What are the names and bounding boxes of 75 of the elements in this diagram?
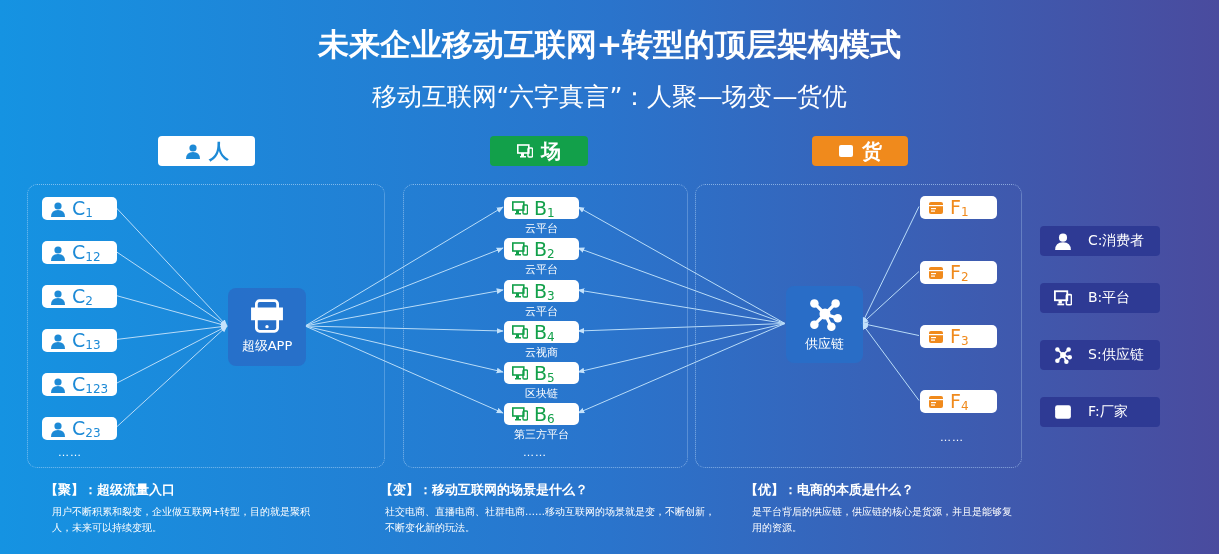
entity-label: F$_{2}$ bbox=[950, 261, 969, 284]
section-heading: 【变】：移动互联网的场景是什么？ bbox=[380, 482, 589, 498]
entity-box bbox=[42, 373, 117, 396]
header-label: 人 bbox=[208, 137, 229, 165]
legend-label: F:厂家 bbox=[1088, 403, 1128, 421]
arrow bbox=[304, 325, 504, 374]
arrow bbox=[304, 288, 504, 327]
entity-label: F$_{1}$ bbox=[950, 196, 969, 219]
arrow bbox=[115, 295, 228, 328]
arrow bbox=[115, 324, 228, 340]
legend-label: B:平台 bbox=[1088, 289, 1131, 307]
entity-label: C$_{23}$ bbox=[72, 417, 101, 440]
entity-box bbox=[920, 325, 997, 348]
entity-label: C$_{12}$ bbox=[72, 241, 101, 264]
title: 未来企业移动互联网+转型的顶层架构模式 bbox=[316, 25, 903, 64]
entity-label: B$_{4}$ bbox=[534, 320, 555, 344]
hub-label: 超级APP bbox=[241, 337, 293, 355]
arrow bbox=[577, 323, 786, 334]
arrow bbox=[577, 247, 786, 324]
entity-box bbox=[42, 329, 117, 352]
entity-label: B$_{1}$ bbox=[534, 196, 555, 220]
ellipsis: …… bbox=[58, 445, 82, 461]
header-label: 场 bbox=[541, 137, 561, 165]
description-text: 社交电商、直播电商、社群电商……移动互联网的场景就是变，不断创新，不断变化新的玩法。 bbox=[385, 505, 715, 535]
section-header bbox=[158, 136, 255, 166]
entity-label: F$_{4}$ bbox=[950, 390, 969, 413]
arrow bbox=[115, 325, 228, 428]
description-text: 用户不断积累和裂变，企业做互联网+转型，目的就是聚积人，未来可以持续变现。 bbox=[52, 505, 312, 535]
arrow bbox=[115, 207, 228, 327]
node-caption: 第三方平台 bbox=[513, 427, 570, 442]
section-header bbox=[490, 136, 588, 166]
entity-label: C$_{2}$ bbox=[72, 285, 93, 308]
entity-label: B$_{3}$ bbox=[534, 279, 555, 303]
arrow bbox=[577, 323, 786, 374]
node-caption: 云平台 bbox=[524, 262, 559, 277]
node-caption: 云平台 bbox=[524, 304, 559, 319]
entity-box bbox=[42, 417, 117, 440]
description-text: 是平台背后的供应链，供应链的核心是货源，并且是能够复用的资源。 bbox=[752, 505, 1013, 535]
arrow bbox=[304, 206, 504, 327]
hub-box bbox=[786, 286, 863, 363]
entity-box bbox=[920, 196, 997, 219]
node-caption: 云视商 bbox=[524, 345, 559, 360]
entity-box bbox=[920, 261, 997, 284]
arrow bbox=[115, 325, 228, 384]
entity-box bbox=[42, 241, 117, 264]
entity-label: B$_{6}$ bbox=[534, 402, 555, 426]
entity-label: C$_{1}$ bbox=[72, 197, 93, 220]
entity-label: B$_{5}$ bbox=[534, 361, 555, 385]
entity-box bbox=[42, 197, 117, 220]
arrow bbox=[577, 323, 786, 414]
entity-label: C$_{13}$ bbox=[72, 329, 101, 352]
arrow bbox=[304, 247, 504, 327]
header-label: 货 bbox=[862, 137, 882, 165]
ellipsis: …… bbox=[940, 430, 964, 446]
entity-label: B$_{2}$ bbox=[534, 237, 555, 261]
arrow bbox=[115, 251, 228, 327]
entity-label: C$_{123}$ bbox=[72, 373, 109, 396]
arrow bbox=[861, 322, 920, 401]
entity-box bbox=[42, 285, 117, 308]
arrow bbox=[304, 325, 504, 414]
legend-label: C:消费者 bbox=[1088, 232, 1145, 250]
section-heading: 【优】：电商的本质是什么？ bbox=[745, 482, 915, 498]
ellipsis: …… bbox=[523, 445, 547, 461]
hub-box bbox=[228, 288, 306, 366]
subtitle: 移动互联网“六字真言”：人聚—场变—货优 bbox=[370, 81, 849, 113]
arrow bbox=[861, 271, 920, 324]
section-heading: 【聚】：超级流量入口 bbox=[45, 482, 176, 498]
node-caption: 云平台 bbox=[524, 221, 559, 236]
section-header bbox=[812, 136, 908, 166]
entity-box bbox=[920, 390, 997, 413]
hub-label: 供应链 bbox=[805, 334, 844, 353]
arrow bbox=[861, 322, 920, 336]
entity-label: F$_{3}$ bbox=[950, 325, 969, 348]
legend-label: S:供应链 bbox=[1088, 346, 1144, 364]
node-caption: 区块链 bbox=[524, 386, 559, 401]
